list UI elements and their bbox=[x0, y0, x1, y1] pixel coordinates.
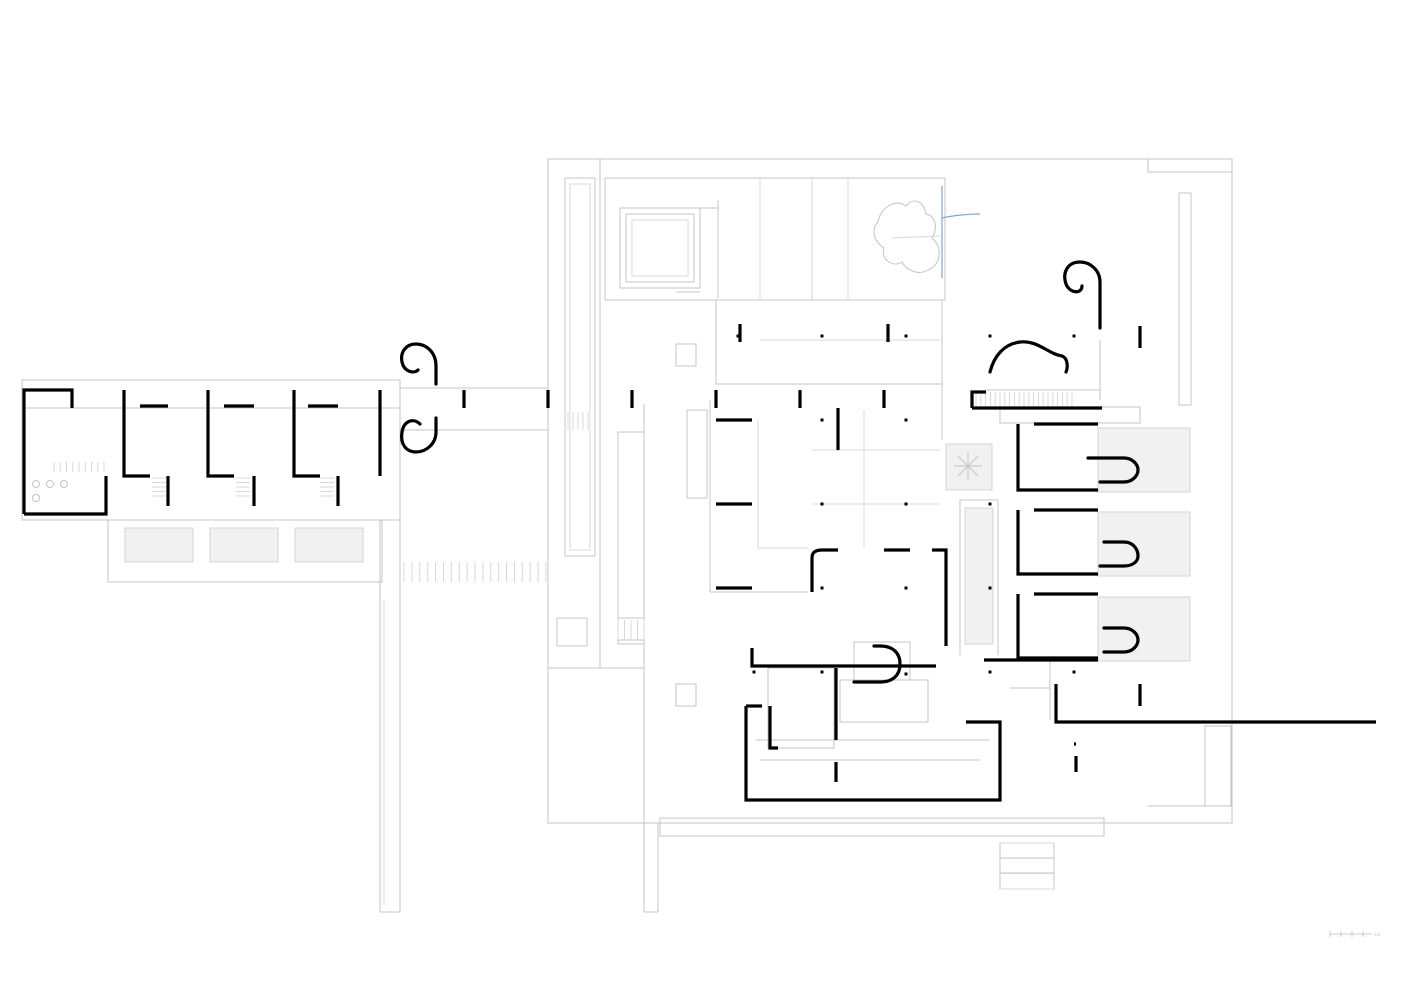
column bbox=[820, 670, 824, 674]
walls bbox=[22, 324, 1376, 802]
column bbox=[904, 502, 908, 506]
column bbox=[820, 334, 824, 338]
column bbox=[904, 672, 908, 676]
curved-walls bbox=[400, 260, 1140, 684]
kitchen-hob bbox=[32, 480, 68, 502]
column bbox=[1054, 686, 1058, 690]
scale-bar-label: 1m bbox=[1374, 932, 1381, 937]
column bbox=[820, 502, 824, 506]
column bbox=[820, 418, 824, 422]
palm-symbol bbox=[954, 452, 982, 480]
column bbox=[904, 334, 908, 338]
column bbox=[752, 670, 756, 674]
column bbox=[904, 418, 908, 422]
column bbox=[736, 334, 740, 338]
column bbox=[904, 586, 908, 590]
column bbox=[1072, 670, 1076, 674]
column bbox=[820, 586, 824, 590]
freeform-pool bbox=[873, 200, 940, 273]
column bbox=[988, 670, 992, 674]
pool-edge bbox=[941, 186, 981, 278]
site-outline bbox=[21, 158, 1233, 913]
structural-columns bbox=[736, 334, 1076, 690]
column bbox=[988, 586, 992, 590]
column bbox=[988, 502, 992, 506]
column bbox=[988, 334, 992, 338]
scale-bar: 1m bbox=[1329, 931, 1381, 937]
column bbox=[1072, 334, 1076, 338]
